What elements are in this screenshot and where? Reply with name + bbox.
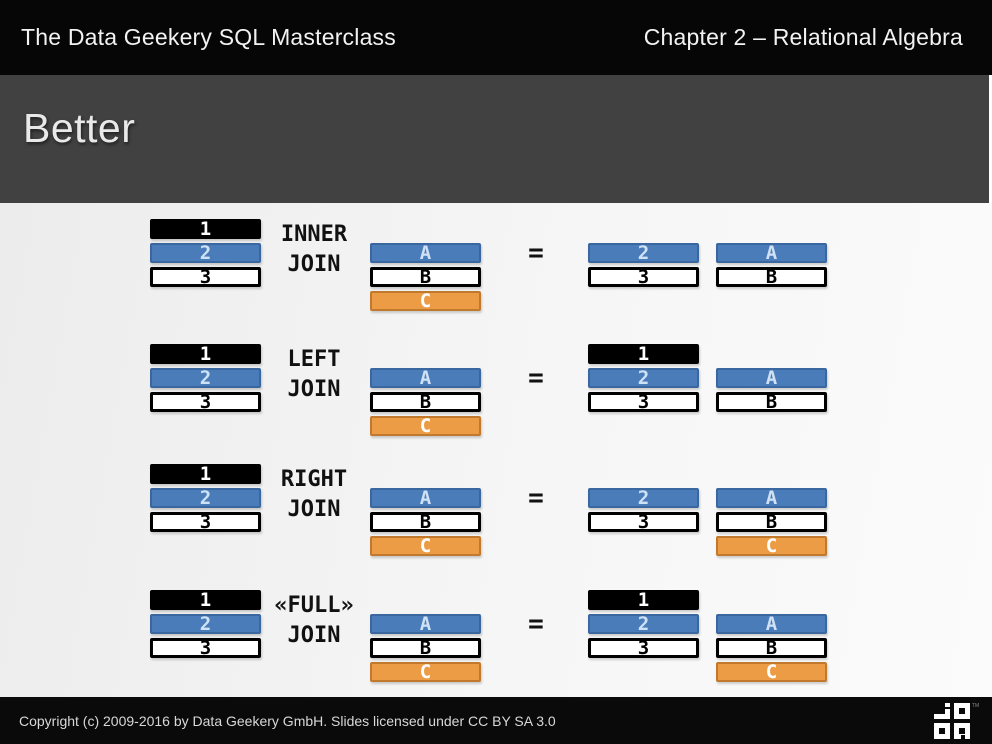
chapter-title: Chapter 2 – Relational Algebra	[643, 24, 963, 50]
svg-text:TM: TM	[972, 703, 979, 709]
slide-header: Better	[0, 75, 989, 203]
slide-body	[0, 203, 992, 697]
footer-bar: Copyright (c) 2009-2016 by Data Geekery …	[0, 697, 992, 744]
slide-title: Better	[23, 105, 136, 151]
copyright-text: Copyright (c) 2009-2016 by Data Geekery …	[19, 712, 556, 729]
jooq-logo-icon: TM	[934, 701, 980, 741]
deck-title: The Data Geekery SQL Masterclass	[21, 24, 396, 50]
top-bar: The Data Geekery SQL Masterclass Chapter…	[0, 0, 992, 75]
